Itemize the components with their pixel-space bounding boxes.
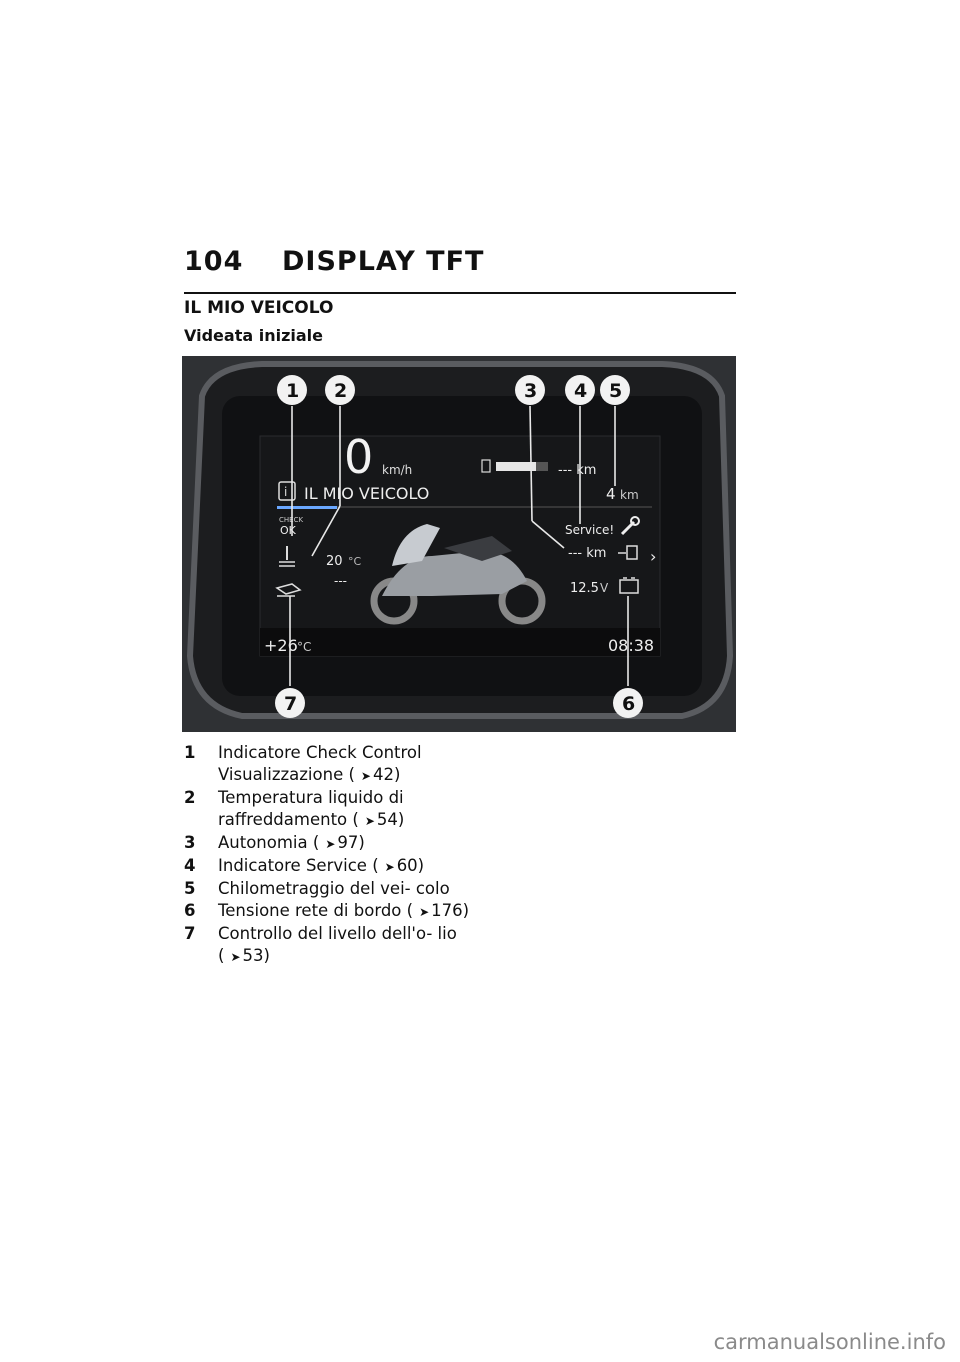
coolant-unit: °C bbox=[348, 555, 362, 568]
callout-3: 3 bbox=[515, 375, 545, 405]
speed-unit: km/h bbox=[382, 463, 412, 477]
list-item: 3 Autonomia (➤97) bbox=[184, 832, 484, 855]
subsection-title: Videata iniziale bbox=[184, 326, 323, 345]
page-reference-arrow-icon: ➤ bbox=[364, 814, 375, 828]
page-title: DISPLAY TFT bbox=[282, 246, 485, 277]
ambient-unit: °C bbox=[297, 640, 311, 654]
legend-list: 1 Indicatore Check Control Visualizzazio… bbox=[184, 742, 484, 968]
page-header: 104 DISPLAY TFT bbox=[184, 246, 484, 277]
oil-level-icon bbox=[275, 583, 302, 597]
page-reference-arrow-icon: ➤ bbox=[419, 905, 430, 919]
callout-5: 5 bbox=[600, 375, 630, 405]
speed-readout: 0 bbox=[344, 430, 373, 484]
tft-display-photo: 0 km/h i IL MIO VEICOLO CHECK OK 20 °C -… bbox=[182, 356, 736, 732]
list-item: 2 Temperatura liquido di raffreddamento … bbox=[184, 787, 484, 832]
info-icon: i bbox=[278, 481, 296, 501]
callout-lines bbox=[289, 405, 629, 686]
clock: 08:38 bbox=[608, 636, 654, 655]
svg-text:3: 3 bbox=[524, 380, 537, 402]
svg-text:5: 5 bbox=[609, 380, 622, 402]
page-reference[interactable]: 97) bbox=[337, 833, 365, 852]
page-reference-arrow-icon: ➤ bbox=[384, 860, 395, 874]
range-value: --- km bbox=[568, 546, 606, 561]
callout-1: 1 bbox=[277, 375, 307, 405]
fuel-pump-icon bbox=[618, 545, 638, 560]
service-label: Service! bbox=[565, 523, 614, 537]
section-title: IL MIO VEICOLO bbox=[184, 298, 334, 318]
list-item: 7 Controllo del livello dell'o- lio (➤53… bbox=[184, 923, 484, 968]
page-reference[interactable]: 176) bbox=[431, 901, 470, 920]
page-reference-arrow-icon: ➤ bbox=[230, 950, 241, 964]
list-item: 1 Indicatore Check Control Visualizzazio… bbox=[184, 742, 484, 787]
ambient-temperature: +26 bbox=[264, 636, 298, 655]
header-rule bbox=[184, 292, 736, 294]
page-reference[interactable]: 60) bbox=[396, 856, 425, 875]
wrench-icon bbox=[620, 516, 640, 536]
svg-text:4: 4 bbox=[574, 380, 587, 402]
callout-6: 6 bbox=[613, 688, 643, 718]
page-reference[interactable]: 54) bbox=[376, 810, 405, 829]
check-status: OK bbox=[280, 524, 297, 537]
watermark: carmanualsonline.info bbox=[713, 1330, 946, 1354]
svg-text:2: 2 bbox=[334, 380, 347, 402]
odometer-unit: km bbox=[620, 488, 639, 502]
voltage-value: 12.5 bbox=[570, 581, 599, 596]
page-reference[interactable]: 53) bbox=[242, 946, 270, 965]
page-reference[interactable]: 42) bbox=[372, 765, 401, 784]
list-item: 6 Tensione rete di bordo (➤176) bbox=[184, 900, 484, 923]
scooter-image bbox=[370, 524, 546, 625]
fuel-range: --- km bbox=[558, 463, 596, 478]
callout-4: 4 bbox=[565, 375, 595, 405]
battery-icon bbox=[619, 577, 639, 594]
coolant-temperature-icon bbox=[279, 546, 295, 567]
fuel-gauge-icon bbox=[481, 459, 548, 473]
voltage-unit: V bbox=[600, 581, 609, 595]
svg-text:i: i bbox=[284, 485, 287, 499]
svg-text:7: 7 bbox=[284, 693, 297, 715]
page-reference-arrow-icon: ➤ bbox=[325, 837, 336, 851]
page-number: 104 bbox=[184, 246, 244, 277]
svg-text:1: 1 bbox=[286, 380, 299, 402]
callout-2: 2 bbox=[325, 375, 355, 405]
menu-title: IL MIO VEICOLO bbox=[304, 484, 429, 503]
callout-7: 7 bbox=[275, 688, 305, 718]
oil-value: --- bbox=[334, 574, 347, 588]
svg-text:6: 6 bbox=[622, 693, 635, 715]
page-reference-arrow-icon: ➤ bbox=[360, 769, 371, 783]
coolant-value: 20 bbox=[326, 554, 343, 569]
list-item: 4 Indicatore Service (➤60) bbox=[184, 855, 484, 878]
list-item: 5 Chilometraggio del vei- colo bbox=[184, 879, 450, 898]
chevron-right-icon: › bbox=[650, 547, 656, 566]
odometer-value: 4 bbox=[606, 485, 616, 503]
